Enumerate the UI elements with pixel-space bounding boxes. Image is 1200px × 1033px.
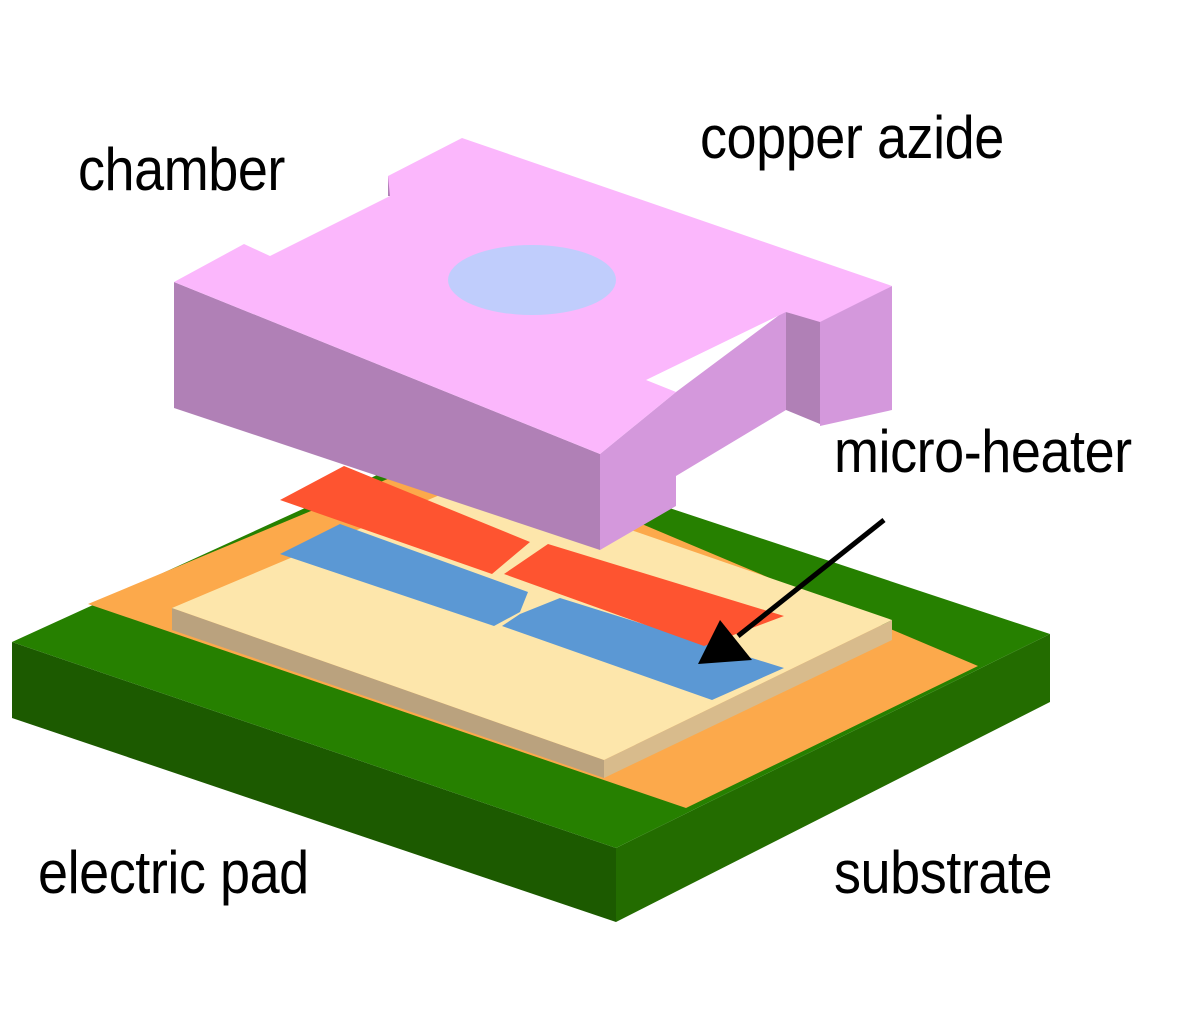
substrate-front-face (12, 642, 616, 922)
micro-heater-label: micro-heater (834, 418, 1132, 485)
electrode-left (280, 466, 530, 574)
chamber-right-face-tab (820, 286, 892, 426)
chamber-right-face-lower (676, 310, 786, 476)
chamber-tab-right-front (786, 312, 820, 424)
copper-azide-label: copper azide (700, 104, 1004, 171)
substrate-right-face (616, 634, 1050, 922)
micro-heater-arrow (698, 518, 886, 664)
electric-pad-label: electric pad (38, 839, 309, 906)
copper-azide-charge (448, 245, 616, 315)
chamber-front-face (174, 282, 600, 550)
chamber-label: chamber (78, 136, 285, 203)
base-plate-right-face (604, 620, 892, 778)
arrow-shaft (736, 518, 886, 638)
micro-heater (280, 524, 784, 700)
arrow-head (698, 620, 752, 664)
electrode-right (504, 544, 784, 646)
micro-heater-right-strip (502, 598, 784, 700)
micro-heater-left-strip (280, 524, 528, 626)
electrodes (280, 466, 784, 646)
chamber-block (174, 138, 892, 550)
chamber-right-face (600, 392, 676, 550)
base-plate-front-face (172, 608, 604, 778)
substrate-label: substrate (834, 839, 1053, 906)
